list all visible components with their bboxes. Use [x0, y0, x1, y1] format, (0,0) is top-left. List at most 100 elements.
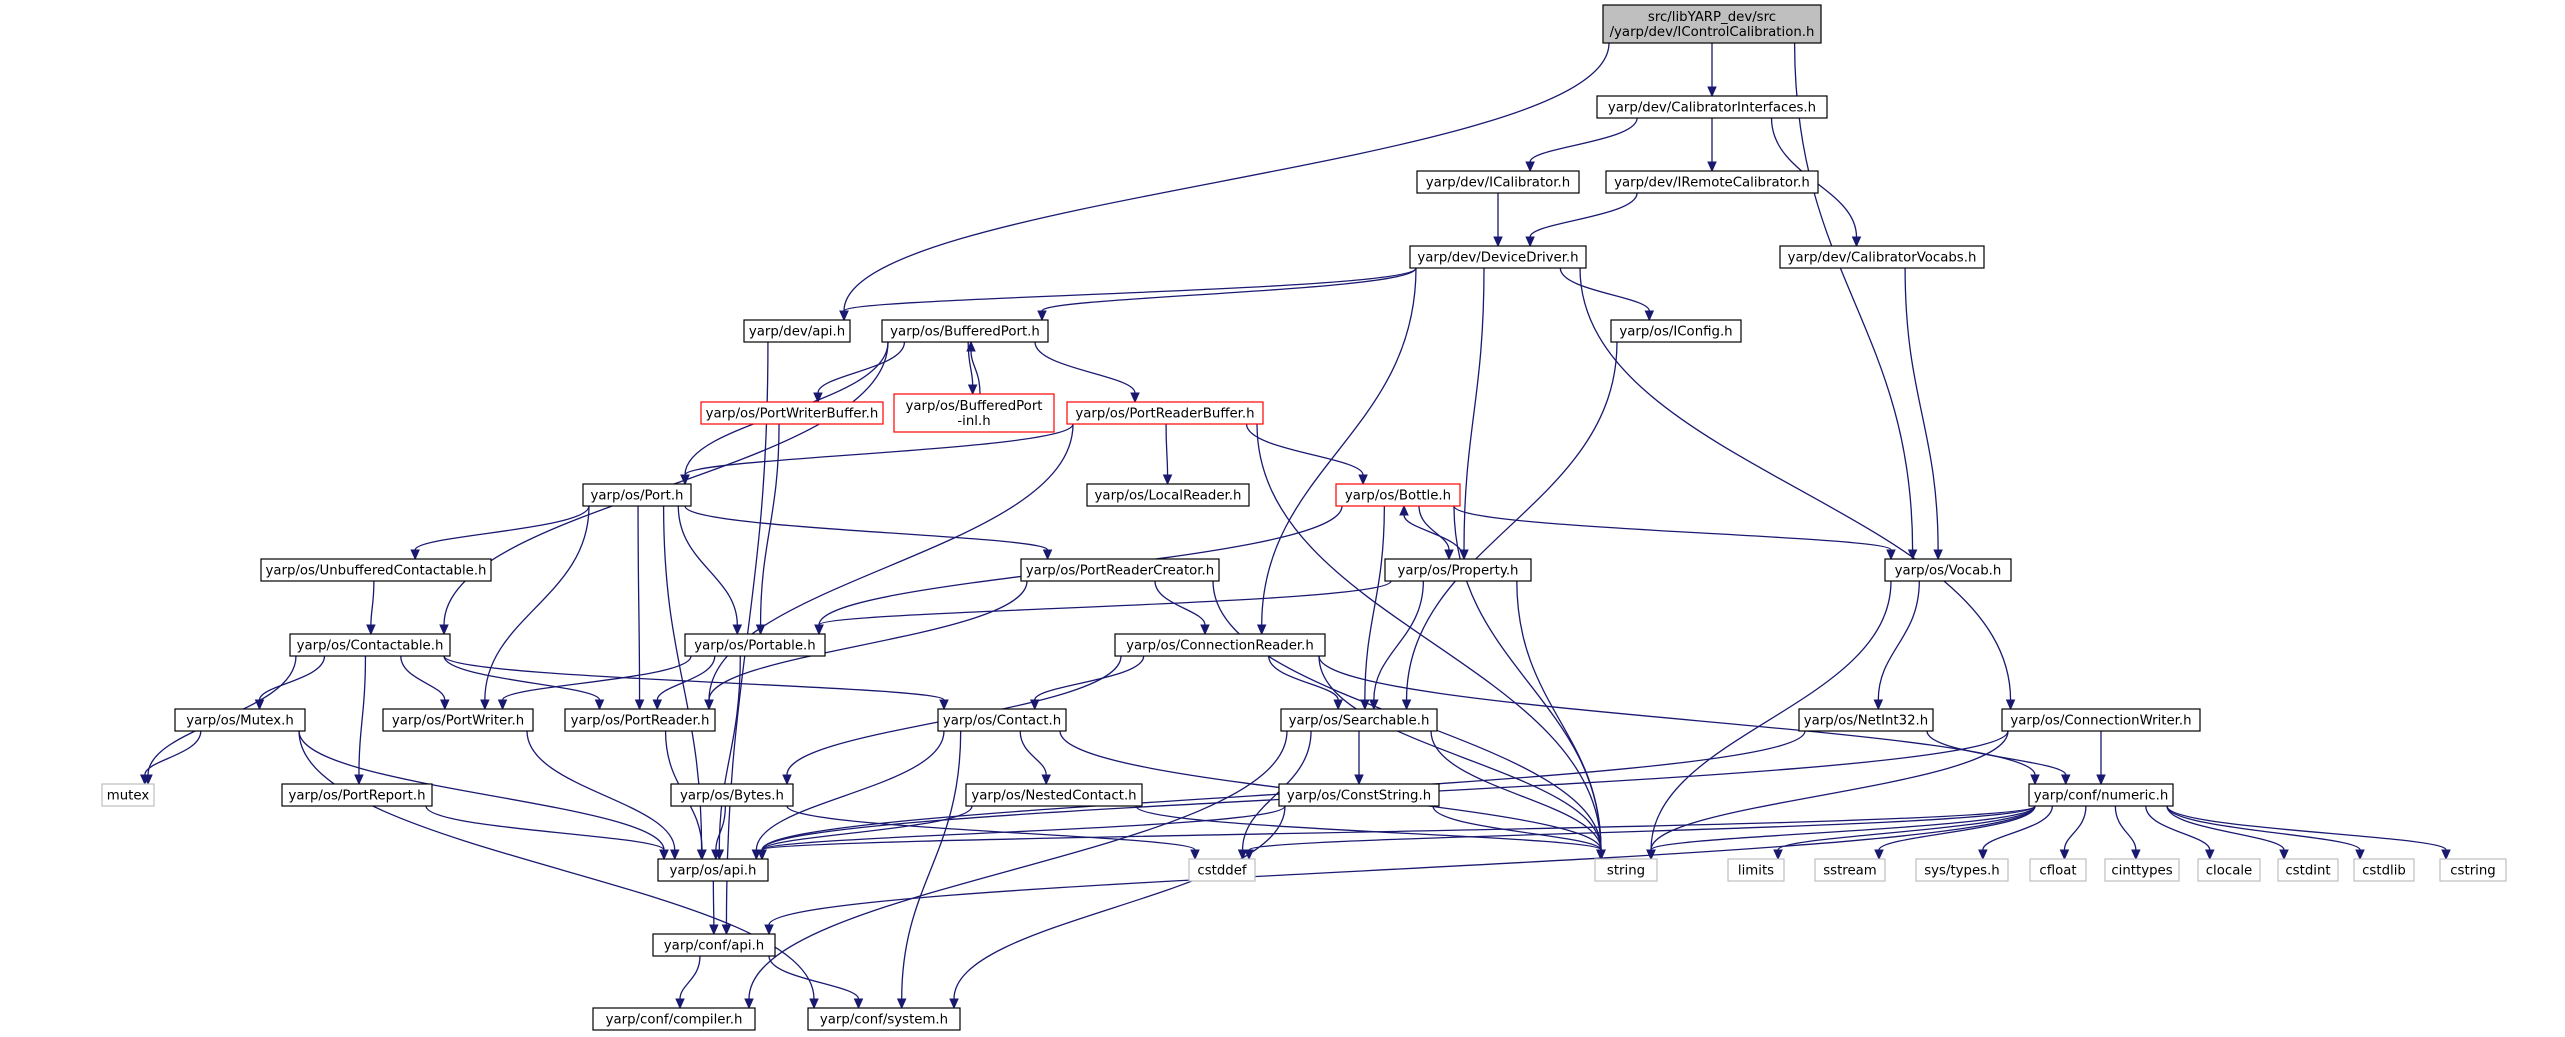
node-compiler[interactable]: yarp/conf/compiler.h — [592, 1007, 756, 1031]
node-calibInterfaces[interactable]: yarp/dev/CalibratorInterfaces.h — [1596, 95, 1828, 119]
edge-line — [526, 730, 676, 851]
edge-line — [901, 730, 962, 1000]
node-label: yarp/os/PortWriter.h — [392, 714, 524, 729]
node-portWriterBuffer[interactable]: yarp/os/PortWriterBuffer.h — [700, 401, 884, 425]
arrowhead — [2355, 849, 2365, 861]
node-calibVocabs[interactable]: yarp/dev/CalibratorVocabs.h — [1779, 245, 1985, 269]
node-box — [743, 319, 851, 343]
node-constString[interactable]: yarp/os/ConstString.h — [1278, 783, 1440, 807]
node-unbufferedContactable[interactable]: yarp/os/UnbufferedContactable.h — [260, 558, 492, 582]
node-label: yarp/os/BufferedPort.h — [890, 325, 1040, 340]
node-iremoteCalibrator[interactable]: yarp/dev/IRemoteCalibrator.h — [1605, 170, 1819, 194]
node-confApi[interactable]: yarp/conf/api.h — [652, 933, 776, 957]
edge-line — [786, 805, 1196, 851]
arrowhead — [1886, 549, 1896, 561]
node-box — [1416, 170, 1580, 194]
node-port[interactable]: yarp/os/Port.h — [582, 483, 692, 507]
edge-line — [1878, 805, 2036, 851]
edge-port-to-unbufferedContactable — [410, 505, 590, 561]
node-icalibrator[interactable]: yarp/dev/ICalibrator.h — [1416, 170, 1580, 194]
node-bottle[interactable]: yarp/os/Bottle.h — [1335, 483, 1461, 507]
edge-root-to-vocab — [1793, 42, 1918, 561]
node-bufferedPort[interactable]: yarp/os/BufferedPort.h — [881, 319, 1049, 343]
node-netint32[interactable]: yarp/os/NetInt32.h — [1798, 708, 1934, 732]
arrowhead — [439, 624, 449, 636]
edge-line — [708, 580, 1028, 701]
edge-searchable-to-compiler — [744, 730, 1288, 1010]
node-property[interactable]: yarp/os/Property.h — [1384, 558, 1532, 582]
edge-nestedContact-to-osApi — [757, 805, 973, 861]
node-box — [382, 708, 534, 732]
edge-line — [970, 350, 981, 395]
node-box — [1602, 4, 1822, 44]
edge-contactable-to-portWriter — [400, 655, 450, 711]
edge-line — [1034, 341, 1136, 394]
node-connectionWriter[interactable]: yarp/os/ConnectionWriter.h — [2001, 708, 2201, 732]
node-deviceDriver[interactable]: yarp/dev/DeviceDriver.h — [1409, 245, 1587, 269]
node-box — [1605, 170, 1819, 194]
node-devApi[interactable]: yarp/dev/api.h — [743, 319, 851, 343]
edge-port-to-portable — [677, 505, 743, 636]
edge-numeric-to-confApi — [764, 805, 2036, 936]
node-searchable[interactable]: yarp/os/Searchable.h — [1280, 708, 1438, 732]
edge-line — [715, 805, 726, 851]
node-portReader[interactable]: yarp/os/PortReader.h — [564, 708, 716, 732]
edge-line — [1579, 267, 2012, 701]
node-label: cstddef — [1197, 864, 1247, 879]
node-connectionReader[interactable]: yarp/os/ConnectionReader.h — [1114, 633, 1326, 657]
node-label: yarp/os/ConnectionReader.h — [1126, 639, 1314, 654]
edge-line — [501, 655, 692, 701]
node-system[interactable]: yarp/conf/system.h — [807, 1007, 961, 1031]
node-box — [101, 783, 155, 807]
node-root[interactable]: src/libYARP_dev/src/yarp/dev/IControlCal… — [1602, 4, 1822, 44]
edge-searchable-to-constString — [1354, 731, 1364, 786]
node-portReaderBuffer[interactable]: yarp/os/PortReaderBuffer.h — [1066, 401, 1264, 425]
node-vocab[interactable]: yarp/os/Vocab.h — [1884, 558, 2012, 582]
edge-calibVocabs-to-vocab — [1904, 267, 1943, 561]
arrowhead — [2279, 849, 2289, 861]
node-label: yarp/os/Searchable.h — [1289, 714, 1430, 729]
node-numeric[interactable]: yarp/conf/numeric.h — [2028, 783, 2174, 807]
edge-line — [400, 655, 446, 701]
node-portReaderCreator[interactable]: yarp/os/PortReaderCreator.h — [1020, 558, 1220, 582]
node-iconfig[interactable]: yarp/os/IConfig.h — [1610, 319, 1742, 343]
node-label: yarp/os/IConfig.h — [1619, 325, 1732, 340]
edge-line — [1373, 580, 1424, 701]
edge-bytes-to-osApi — [711, 805, 726, 861]
node-portWriter[interactable]: yarp/os/PortWriter.h — [382, 708, 534, 732]
edge-line — [1318, 655, 1602, 851]
arrowhead — [1358, 474, 1368, 486]
edge-contactable-to-contact — [443, 655, 949, 711]
node-box — [1384, 558, 1532, 582]
node-box — [1594, 858, 1658, 882]
node-contactable[interactable]: yarp/os/Contactable.h — [289, 633, 451, 657]
edge-deviceDriver-to-bufferedPort — [1037, 267, 1417, 322]
node-label: sstream — [1823, 864, 1877, 879]
edge-root-to-calibInterfaces — [1707, 43, 1717, 98]
edge-constString-to-system — [949, 805, 1286, 1010]
node-bufferedPortInl[interactable]: yarp/os/BufferedPort-inl.h — [893, 393, 1055, 433]
node-label: yarp/os/ConstString.h — [1287, 789, 1431, 804]
edge-portReaderBuffer-to-portReader — [704, 423, 1074, 711]
node-label: yarp/os/Bottle.h — [1345, 489, 1451, 504]
node-sstream: sstream — [1814, 858, 1886, 882]
node-contact[interactable]: yarp/os/Contact.h — [937, 708, 1067, 732]
edge-connectionReader-to-searchable — [1268, 655, 1343, 711]
node-osApi[interactable]: yarp/os/api.h — [657, 858, 769, 882]
edge-confApi-to-compiler — [675, 955, 701, 1010]
arrowhead — [1037, 310, 1047, 322]
node-portable[interactable]: yarp/os/Portable.h — [684, 633, 826, 657]
node-bytes[interactable]: yarp/os/Bytes.h — [670, 783, 794, 807]
edge-line — [1268, 655, 1339, 701]
node-box — [2439, 858, 2507, 882]
arrowhead — [1596, 849, 1606, 861]
node-mutexH[interactable]: yarp/os/Mutex.h — [174, 708, 306, 732]
node-portReport[interactable]: yarp/os/PortReport.h — [281, 783, 433, 807]
arrowhead — [366, 624, 376, 636]
arrowhead — [1525, 161, 1535, 173]
node-localReader[interactable]: yarp/os/LocalReader.h — [1086, 483, 1250, 507]
arrowhead — [2060, 774, 2071, 786]
node-nestedContact[interactable]: yarp/os/NestedContact.h — [965, 783, 1143, 807]
node-label: yarp/conf/numeric.h — [2034, 789, 2169, 804]
node-label: yarp/os/Mutex.h — [186, 714, 294, 729]
